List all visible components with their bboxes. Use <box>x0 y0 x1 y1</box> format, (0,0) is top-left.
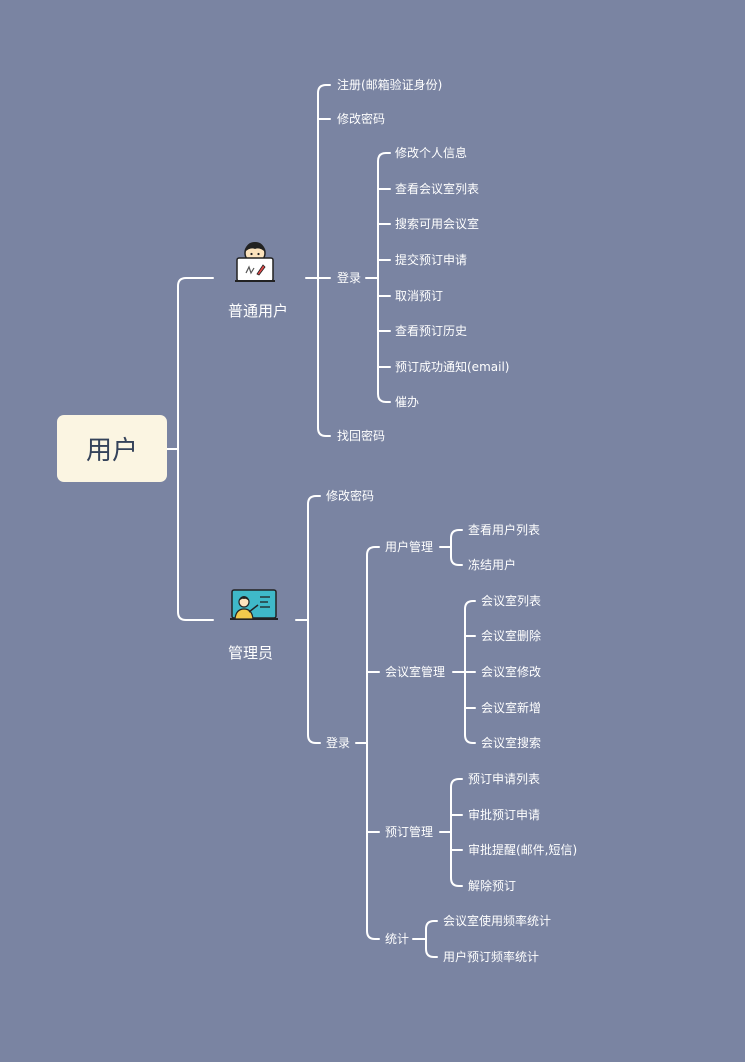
admin-change-password: 修改密码 <box>326 489 375 503</box>
user-mgmt-item: 查看用户列表 <box>468 523 541 537</box>
room-mgmt-item: 会议室删除 <box>481 629 542 643</box>
admin-stats: 统计 <box>385 932 410 946</box>
stats-item: 用户预订频率统计 <box>443 950 540 964</box>
user-at-laptop-icon <box>235 242 275 282</box>
room-mgmt-item: 会议室搜索 <box>481 736 542 750</box>
user-login-item: 催办 <box>395 395 420 409</box>
user-login-item: 搜索可用会议室 <box>395 217 480 231</box>
user-login-item: 提交预订申请 <box>395 253 468 267</box>
admin-user-mgmt: 用户管理 <box>385 540 434 554</box>
user-change-password: 修改密码 <box>337 112 386 126</box>
connector-user-mgmt-bracket <box>450 529 463 566</box>
connector-booking-mgmt-bracket <box>450 778 463 887</box>
room-mgmt-item: 会议室修改 <box>481 665 542 679</box>
user-login-item: 查看预订历史 <box>395 324 468 338</box>
presenter-at-board-icon <box>230 589 278 620</box>
booking-mgmt-item: 审批提醒(邮件,短信) <box>468 843 578 857</box>
root-node: 用户 <box>57 415 167 482</box>
admin-node-label: 管理员 <box>228 644 274 662</box>
user-login-item: 修改个人信息 <box>395 146 468 160</box>
admin-booking-mgmt: 预订管理 <box>385 825 434 839</box>
root-label: 用户 <box>85 436 138 466</box>
connector-admin-login-bracket <box>366 546 380 940</box>
booking-mgmt-item: 审批预订申请 <box>468 808 541 822</box>
user-login-item: 查看会议室列表 <box>395 182 480 196</box>
connector-admin-bracket <box>307 495 321 744</box>
user-recover-password: 找回密码 <box>337 429 386 443</box>
connector-root-branches <box>177 277 214 621</box>
user-login-item: 预订成功通知(email) <box>395 360 510 374</box>
room-mgmt-item: 会议室新增 <box>481 701 542 715</box>
connector-stats-bracket <box>425 920 438 958</box>
stats-item: 会议室使用频率统计 <box>443 914 552 928</box>
admin-login: 登录 <box>326 736 351 750</box>
admin-room-mgmt: 会议室管理 <box>385 665 446 679</box>
user-login-item: 取消预订 <box>395 289 444 303</box>
user-register: 注册(邮箱验证身份) <box>337 78 443 92</box>
booking-mgmt-item: 解除预订 <box>468 879 517 893</box>
connector-user-bracket <box>317 84 331 437</box>
connector-user-login-bracket <box>377 152 391 403</box>
user-login: 登录 <box>337 271 362 285</box>
user-mgmt-item: 冻结用户 <box>468 558 517 572</box>
room-mgmt-item: 会议室列表 <box>481 594 542 608</box>
booking-mgmt-item: 预订申请列表 <box>468 772 541 786</box>
user-node-label: 普通用户 <box>228 302 289 320</box>
